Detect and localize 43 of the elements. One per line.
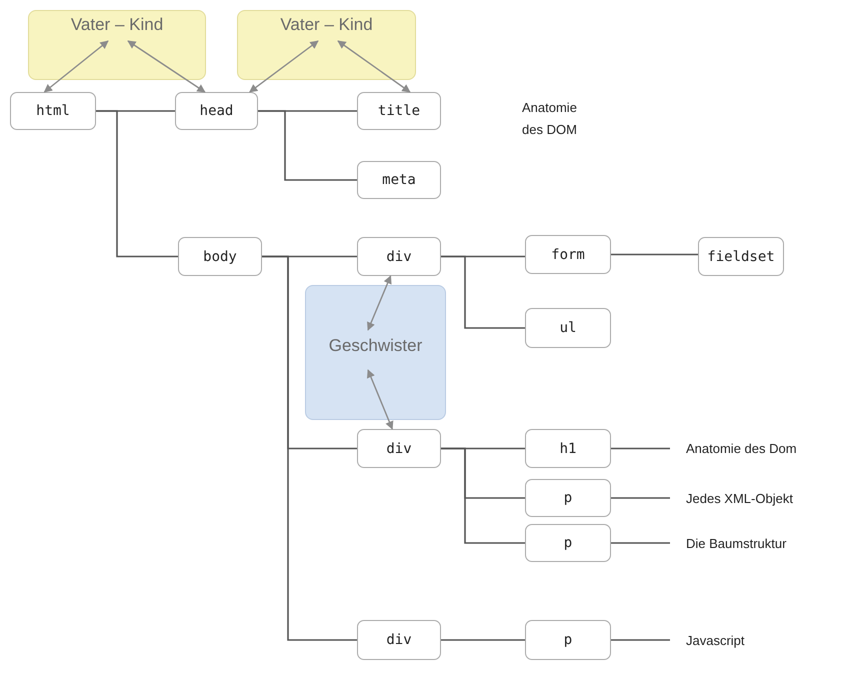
element-box: html — [10, 92, 96, 130]
element-box: div — [357, 237, 441, 276]
connector-line — [441, 639, 525, 641]
relation-arrow — [367, 369, 394, 430]
annotation-panel — [28, 10, 206, 80]
connector-line — [611, 542, 670, 544]
connector-line — [611, 448, 670, 450]
element-box: p — [525, 524, 611, 562]
element-box: title — [357, 92, 441, 130]
element-box: p — [525, 620, 611, 660]
connector-line — [262, 256, 357, 641]
relation-arrow — [127, 40, 206, 93]
relation-arrow — [44, 40, 109, 93]
element-box: head — [175, 92, 258, 130]
annotation-text: Vater – Kind — [70, 15, 164, 35]
connector-line — [611, 639, 670, 641]
relation-arrow — [337, 40, 411, 93]
annotation-text: Geschwister — [328, 336, 422, 356]
element-box: meta — [357, 161, 441, 199]
element-box: fieldset — [698, 237, 784, 276]
annotation-text: Vater – Kind — [280, 15, 373, 35]
diagram-heading: Anatomie des DOM — [522, 99, 578, 139]
annotation-panel — [237, 10, 416, 80]
element-content-text: Javascript — [670, 629, 790, 651]
relation-arrow — [367, 275, 392, 331]
connector-line — [258, 110, 357, 181]
element-content-text: Jedes XML-Objekt — [670, 487, 835, 509]
element-box: body — [178, 237, 262, 276]
element-content-text: Die Baumstruktur — [670, 532, 820, 554]
element-box: div — [357, 620, 441, 660]
connector-line — [441, 256, 525, 329]
element-box: h1 — [525, 429, 611, 468]
element-box: div — [357, 429, 441, 468]
annotation-panel — [305, 285, 446, 420]
relation-arrow — [249, 40, 319, 93]
connector-line — [611, 497, 670, 499]
element-box: form — [525, 235, 611, 274]
connector-line — [96, 110, 178, 258]
element-box: p — [525, 479, 611, 517]
connector-line — [441, 448, 525, 544]
connector-line — [611, 254, 698, 256]
element-content-text: Anatomie des Dom — [670, 438, 830, 460]
element-box: ul — [525, 308, 611, 348]
